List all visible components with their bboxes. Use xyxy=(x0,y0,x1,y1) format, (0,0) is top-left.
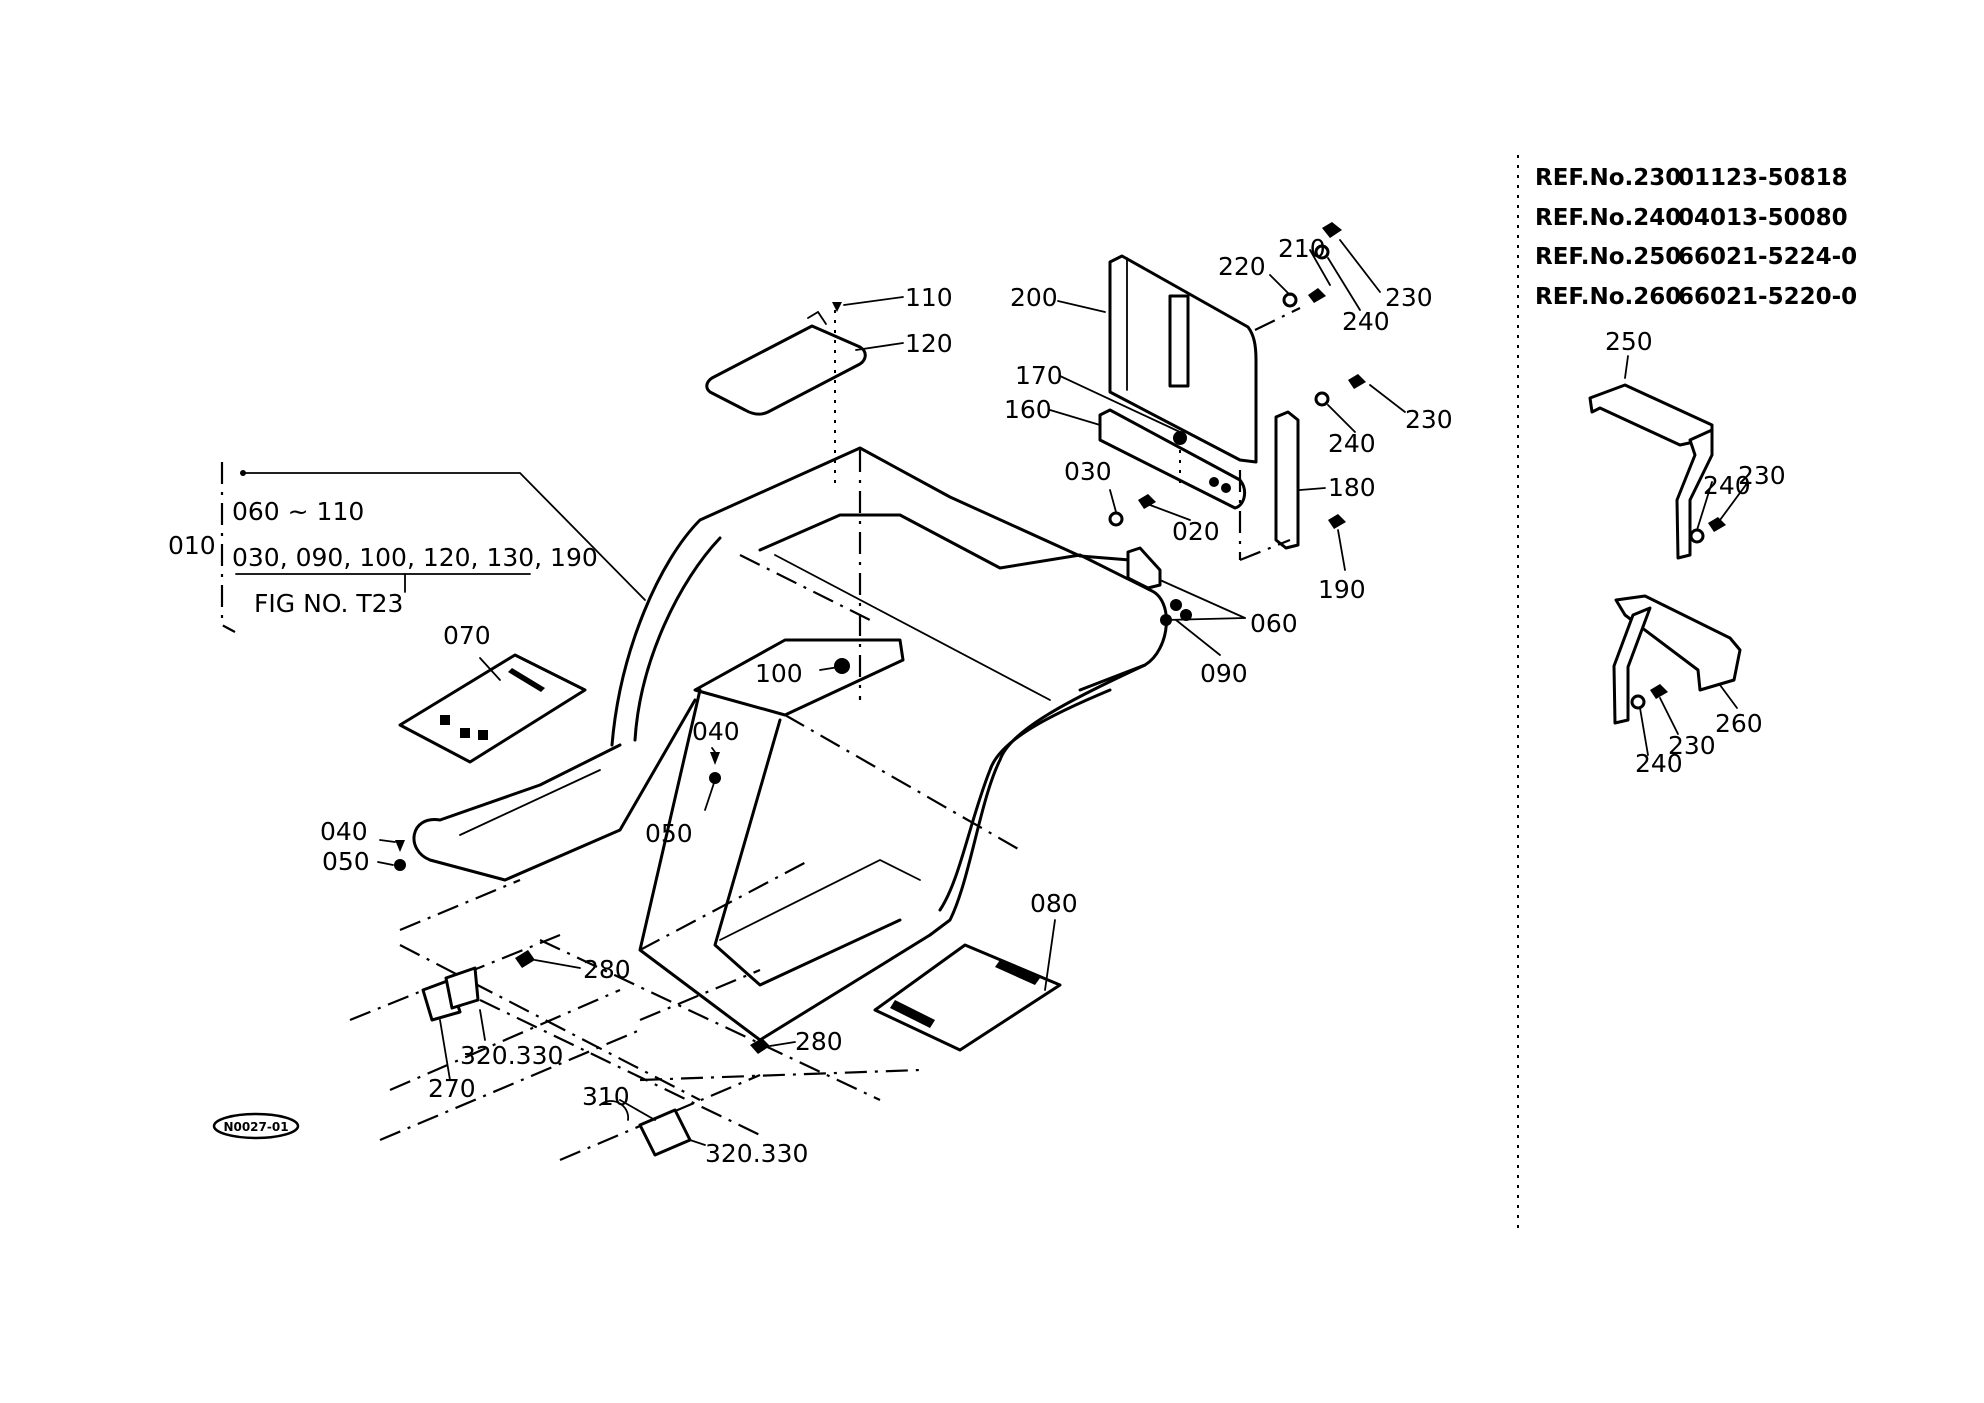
callout-170: 170 xyxy=(1015,361,1063,390)
callout-120: 120 xyxy=(905,329,953,358)
callout-320-330-left: 320.330 xyxy=(460,1041,563,1070)
callout-020: 020 xyxy=(1172,517,1220,546)
callout-240-bracket-250: 240 xyxy=(1703,471,1751,500)
ref-label: REF.No.240 xyxy=(1535,205,1681,231)
assembly-note-figure: FIG NO. T23 xyxy=(254,589,403,618)
callout-190: 190 xyxy=(1318,575,1366,604)
part-180-strip xyxy=(1238,410,1300,562)
callout-110: 110 xyxy=(905,283,953,312)
callout-210: 210 xyxy=(1278,234,1326,263)
lower-frame xyxy=(349,878,921,1162)
part-070-mat xyxy=(398,653,587,764)
callout-040-left: 040 xyxy=(320,817,368,846)
part-080-mat xyxy=(873,943,1062,1052)
callout-270: 270 xyxy=(428,1074,476,1103)
callout-230-top: 230 xyxy=(1385,283,1433,312)
part-250-bracket: 250 240 230 xyxy=(1588,327,1786,560)
part-200-panel xyxy=(1108,254,1301,464)
ref-label: REF.No.230 xyxy=(1535,165,1681,191)
ref-part-number: 66021-5224-0 xyxy=(1678,244,1857,270)
callout-220: 220 xyxy=(1218,252,1266,281)
ref-label: REF.No.260 xyxy=(1535,284,1681,310)
part-060-plate xyxy=(1126,546,1162,590)
callout-280-left: 280 xyxy=(583,955,631,984)
callout-280-right: 280 xyxy=(795,1027,843,1056)
assembly-ref-010: 010 xyxy=(168,531,216,560)
part-120-lid xyxy=(705,302,867,490)
callout-310: 310 xyxy=(582,1082,630,1111)
callout-050-left: 050 xyxy=(322,847,370,876)
callout-labels: 110 120 200 220 210 240 230 170 160 230 … xyxy=(320,234,1453,1168)
callout-230-bracket-260: 230 xyxy=(1668,731,1716,760)
callout-230-bracket-250: 230 xyxy=(1738,461,1786,490)
callout-200: 200 xyxy=(1010,283,1058,312)
part-260-bracket: 260 240 230 xyxy=(1612,594,1763,778)
ref-row: REF.No.260 66021-5220-0 xyxy=(1535,284,1857,310)
ref-label: REF.No.250 xyxy=(1535,244,1681,270)
callout-250: 250 xyxy=(1605,327,1653,356)
callout-060: 060 xyxy=(1250,609,1298,638)
callout-160: 160 xyxy=(1004,395,1052,424)
assembly-note-list: 030, 090, 100, 120, 130, 190 xyxy=(232,543,598,572)
assembly-note: 060 ~ 110 030, 090, 100, 120, 130, 190 F… xyxy=(168,462,598,633)
ref-part-number: 04013-50080 xyxy=(1678,205,1848,231)
callout-320-330-right: 320.330 xyxy=(705,1139,808,1168)
ref-row: REF.No.250 66021-5224-0 xyxy=(1535,244,1857,270)
leader-lines xyxy=(240,239,1406,1146)
callout-080: 080 xyxy=(1030,889,1078,918)
callout-050-center: 050 xyxy=(645,819,693,848)
fasteners xyxy=(394,222,1366,1054)
callout-040-center: 040 xyxy=(692,717,740,746)
part-270-clip xyxy=(421,966,480,1022)
callout-240-top: 240 xyxy=(1342,307,1390,336)
ref-part-number: 01123-50818 xyxy=(1678,165,1848,191)
callout-240-mid: 240 xyxy=(1328,429,1376,458)
callout-090: 090 xyxy=(1200,659,1248,688)
callout-180: 180 xyxy=(1328,473,1376,502)
callout-100: 100 xyxy=(755,659,803,688)
callout-230-mid: 230 xyxy=(1405,405,1453,434)
ref-part-number: 66021-5220-0 xyxy=(1678,284,1857,310)
callout-030: 030 xyxy=(1064,457,1112,486)
figure-code-badge: N0027-01 xyxy=(212,1112,300,1140)
main-fender-body xyxy=(412,446,1168,1042)
ref-number-table: REF.No.230 01123-50818 REF.No.240 04013-… xyxy=(1535,165,1857,310)
ref-row: REF.No.240 04013-50080 xyxy=(1535,205,1848,231)
callout-260: 260 xyxy=(1715,709,1763,738)
callout-240-bracket-260: 240 xyxy=(1635,749,1683,778)
assembly-note-range: 060 ~ 110 xyxy=(232,497,364,526)
callout-070: 070 xyxy=(443,621,491,650)
ref-row: REF.No.230 01123-50818 xyxy=(1535,165,1848,191)
figure-code: N0027-01 xyxy=(223,1120,288,1134)
